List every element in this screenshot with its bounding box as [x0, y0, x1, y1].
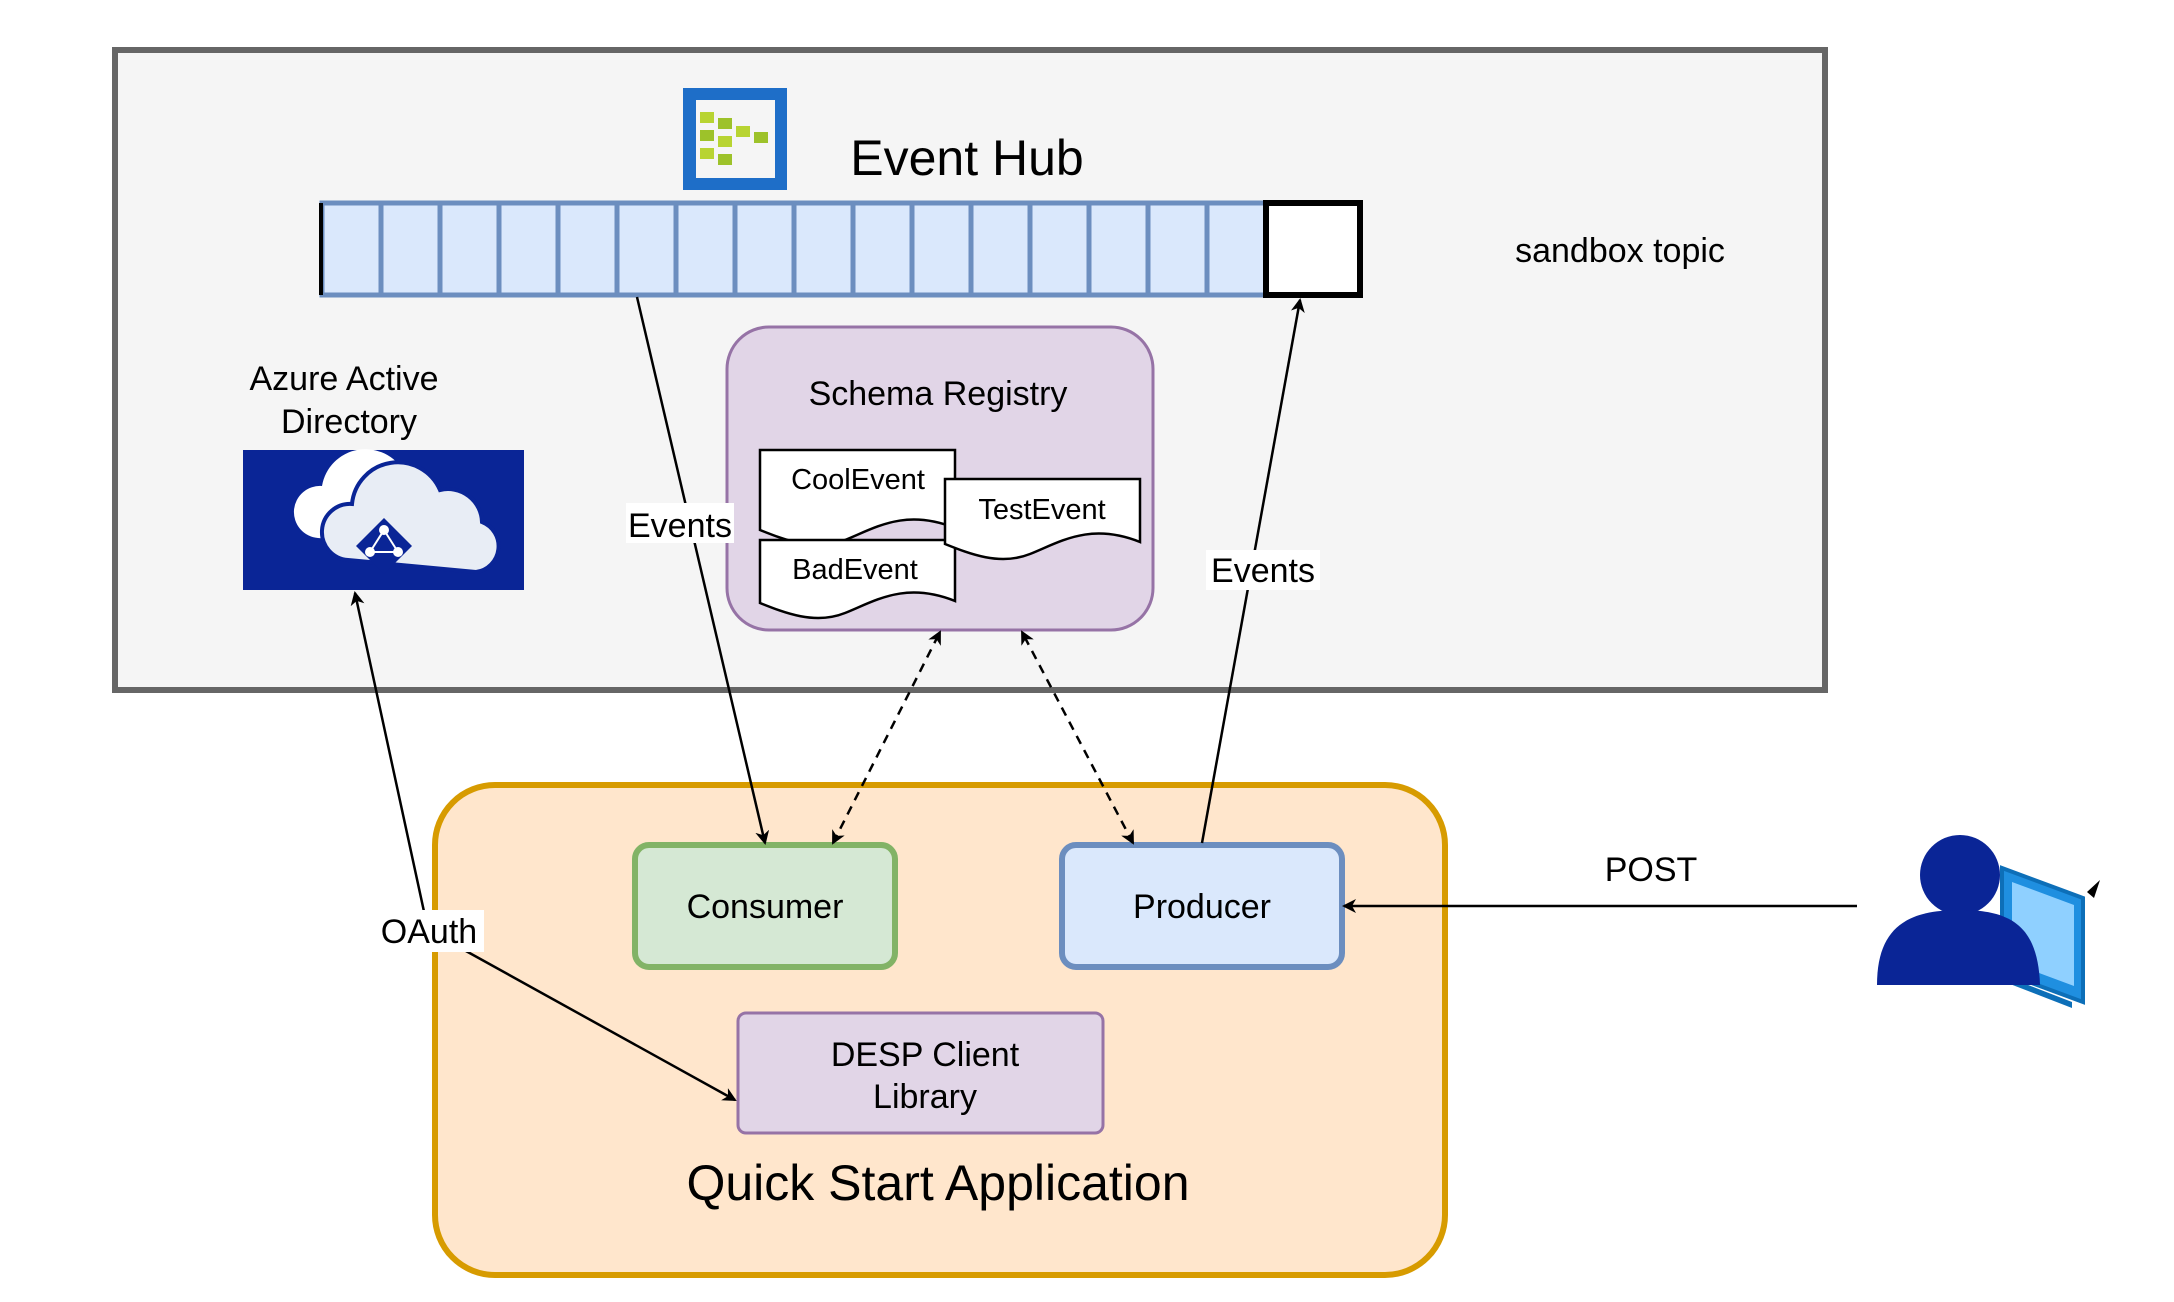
consumer-label: Consumer [687, 888, 844, 926]
producer-events-label: Events [1211, 552, 1315, 590]
partition-cell [673, 200, 738, 298]
event-hub-title: Event Hub [850, 130, 1083, 186]
partition-cell-empty [1263, 200, 1363, 298]
partition-cell [555, 200, 620, 298]
desp-client-library-box [736, 1011, 1105, 1135]
schema-registry-title: Schema Registry [809, 375, 1068, 413]
partition-cell [319, 200, 384, 298]
partition-cell [1086, 200, 1151, 298]
partition-cell [909, 200, 974, 298]
post-label: POST [1605, 851, 1698, 889]
consumer-events-label: Events [628, 507, 732, 545]
partition-cell [791, 200, 856, 298]
schema-doc-testevent: TestEvent [943, 477, 1142, 561]
producer-label: Producer [1133, 888, 1271, 926]
partition-cell [1204, 200, 1269, 298]
aad-label-line1: Azure Active [250, 360, 439, 398]
edge-hub-to-consumer [635, 296, 770, 845]
event-hub-icon [683, 88, 787, 190]
user-workstation-icon [1877, 835, 2100, 1008]
edge-producer-registry [1020, 630, 1135, 845]
partition-cell [1027, 200, 1092, 298]
partition-cell [1145, 200, 1210, 298]
schema-coolevent-label: CoolEvent [791, 464, 925, 496]
azure-active-directory-icon [243, 449, 524, 590]
edge-consumer-registry [831, 630, 942, 845]
partition-cell [437, 200, 502, 298]
aad-label-line2: Directory [281, 403, 417, 441]
schema-doc-badevent: BadEvent [758, 538, 957, 620]
library-label-line2: Library [873, 1078, 977, 1116]
oauth-label: OAuth [381, 913, 477, 951]
partition-queue [319, 200, 1363, 298]
topic-label: sandbox topic [1515, 232, 1725, 270]
schema-badevent-label: BadEvent [792, 554, 918, 586]
schema-doc-coolevent: CoolEvent [758, 448, 957, 547]
schema-testevent-label: TestEvent [978, 494, 1105, 526]
partition-cell [968, 200, 1033, 298]
partition-cell [732, 200, 797, 298]
library-label-line1: DESP Client [831, 1036, 1020, 1074]
partition-cell [496, 200, 561, 298]
app-title: Quick Start Application [686, 1155, 1189, 1211]
partition-cell [614, 200, 679, 298]
partition-cell [378, 200, 443, 298]
partition-cell [850, 200, 915, 298]
